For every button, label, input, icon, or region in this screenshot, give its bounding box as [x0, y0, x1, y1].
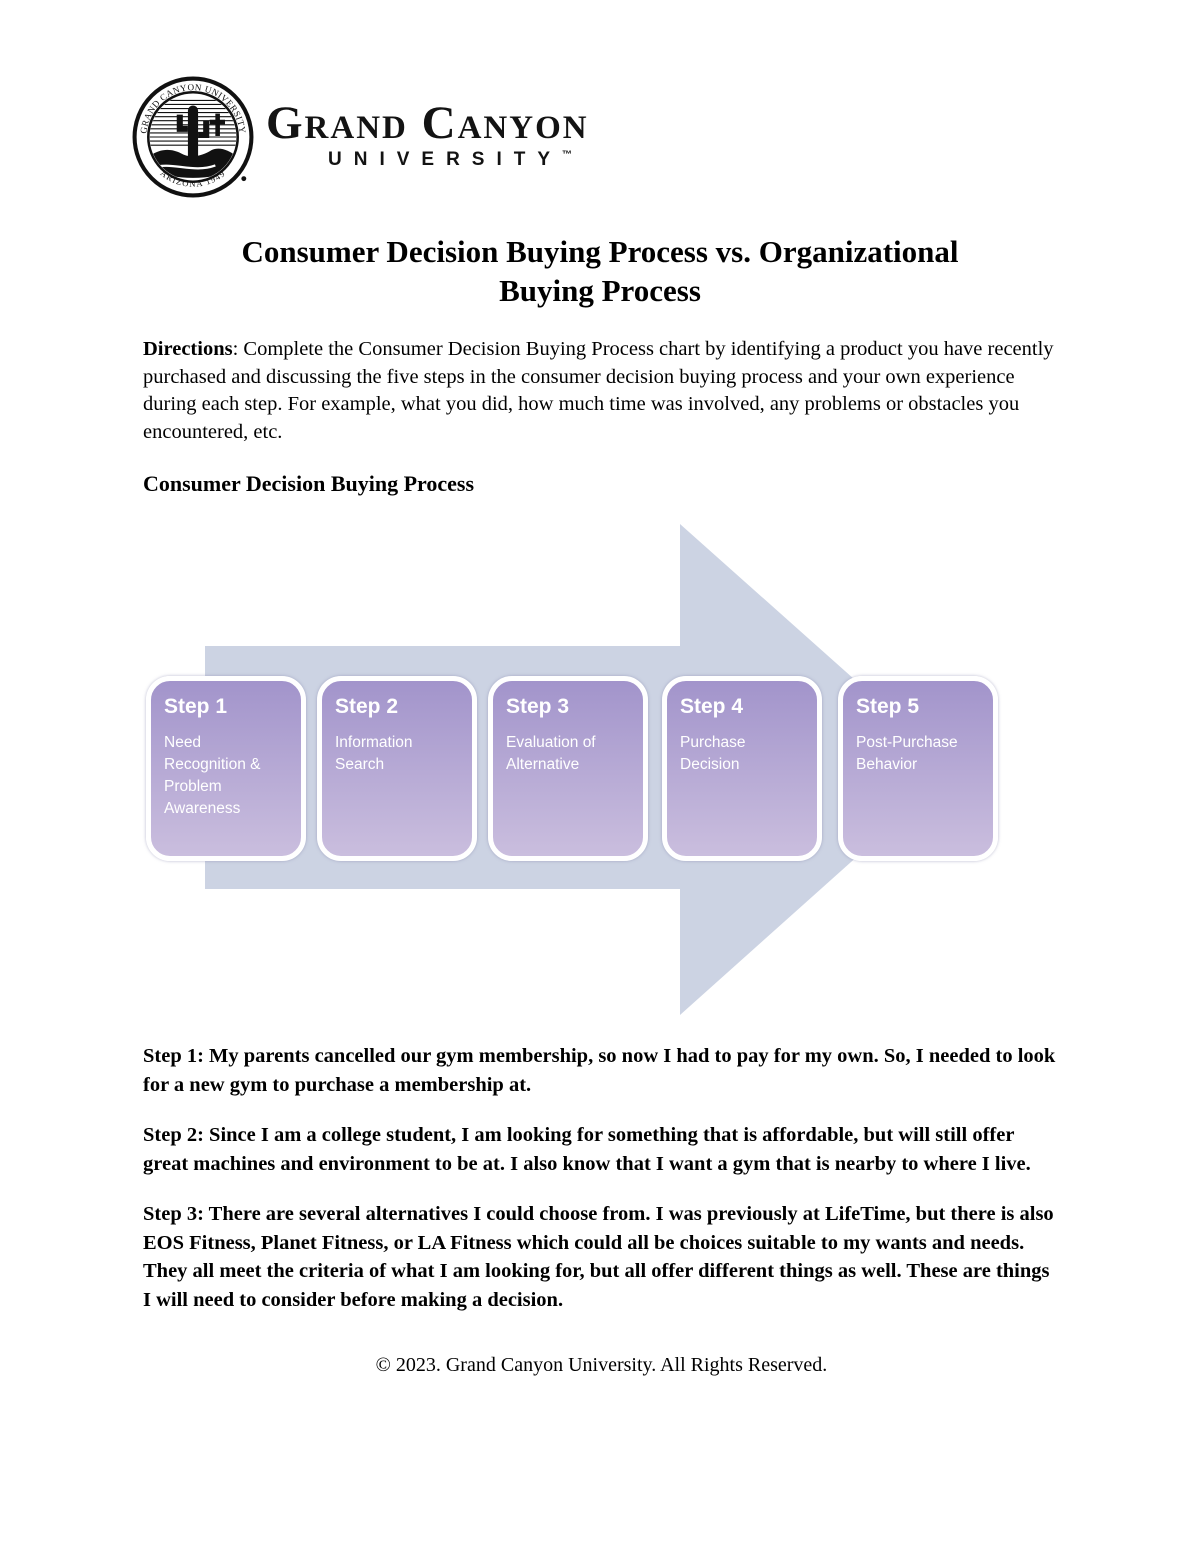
step-subtitle: Purchase Decision — [680, 734, 746, 774]
step-2-paragraph: Step 2: Since I am a college student, I … — [143, 1124, 1031, 1175]
step-subtitle: Post-Purchase Behavior — [856, 734, 958, 774]
step-box-1: Step 1 Need Recognition & Problem Awaren… — [146, 676, 306, 862]
step-title: Step 4 — [680, 695, 744, 719]
step-title: Step 5 — [856, 695, 920, 719]
wordmark-grand-canyon: Grand Canyon — [266, 96, 589, 149]
step-box-5: Step 5 Post-Purchase Behavior — [838, 676, 998, 862]
directions-label: Directions — [143, 338, 233, 361]
title-line-2: Buying Process — [499, 273, 701, 309]
step-subtitle: Information Search — [335, 734, 413, 774]
gcu-seal-logo: GRAND CANYON UNIVERSITY ARIZONA 1949 — [132, 76, 254, 198]
directions-text: : Complete the Consumer Decision Buying … — [143, 338, 1054, 443]
title-line-1: Consumer Decision Buying Process vs. Org… — [241, 234, 959, 269]
step-box-3: Step 3 Evaluation of Alternative — [488, 676, 648, 862]
step-title: Step 2 — [335, 695, 399, 719]
gcu-logo: GRAND CANYON UNIVERSITY ARIZONA 1949 — [0, 0, 1200, 200]
step-3-paragraph: Step 3: There are several alternatives I… — [143, 1203, 1054, 1311]
directions-paragraph: Directions: Complete the Consumer Decisi… — [143, 336, 1060, 446]
section-heading: Consumer Decision Buying Process — [143, 471, 475, 497]
wordmark-university: UNIVERSITY™ — [328, 149, 573, 171]
document-title: Consumer Decision Buying Process vs. Org… — [0, 232, 1200, 310]
step-1-paragraph: Step 1: My parents cancelled our gym mem… — [143, 1045, 1056, 1096]
copyright-footer: © 2023. Grand Canyon University. All Rig… — [375, 1354, 828, 1377]
step-title: Step 1 — [164, 695, 228, 719]
step-subtitle: Need Recognition & Problem Awareness — [164, 734, 261, 818]
gcu-wordmark: Grand Canyon UNIVERSITY™ — [266, 96, 589, 171]
step-subtitle: Evaluation of Alternative — [506, 734, 596, 774]
step-title: Step 3 — [506, 695, 570, 719]
step-box-4: Step 4 Purchase Decision — [662, 676, 822, 862]
step-box-2: Step 2 Information Search — [317, 676, 477, 862]
consumer-process-diagram: Step 1 Need Recognition & Problem Awaren… — [143, 514, 1063, 1024]
trademark-symbol: ™ — [562, 149, 573, 161]
